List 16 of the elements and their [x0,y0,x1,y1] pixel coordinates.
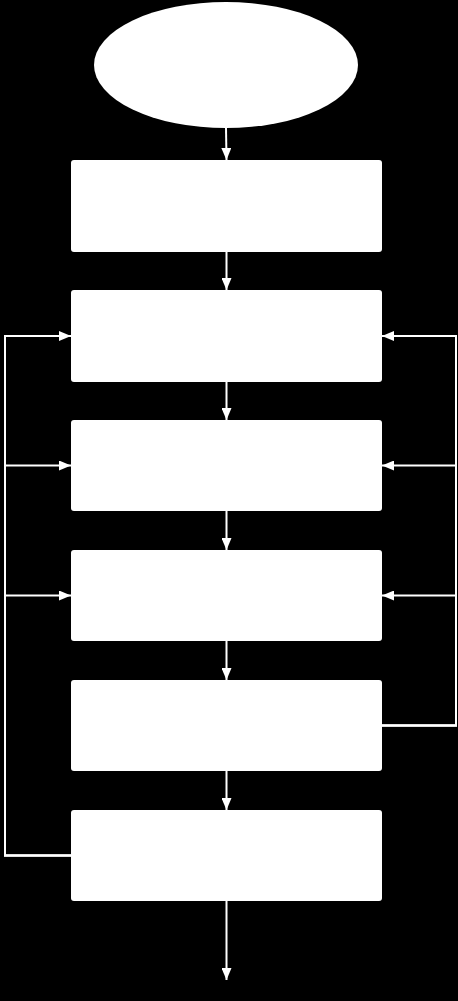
arrow [221,900,232,981]
process-box [71,420,382,511]
process-box [71,680,382,771]
arrow [221,251,232,291]
arrow [381,590,457,727]
arrow [221,381,232,421]
arrow [4,590,72,857]
process-box [71,550,382,641]
arrow [221,510,232,551]
process-box [71,160,382,252]
arrow [221,127,232,161]
process-box [71,810,382,901]
oval-shape [94,2,358,128]
arrow [221,770,232,811]
process-box [71,290,382,382]
arrow [221,640,232,681]
